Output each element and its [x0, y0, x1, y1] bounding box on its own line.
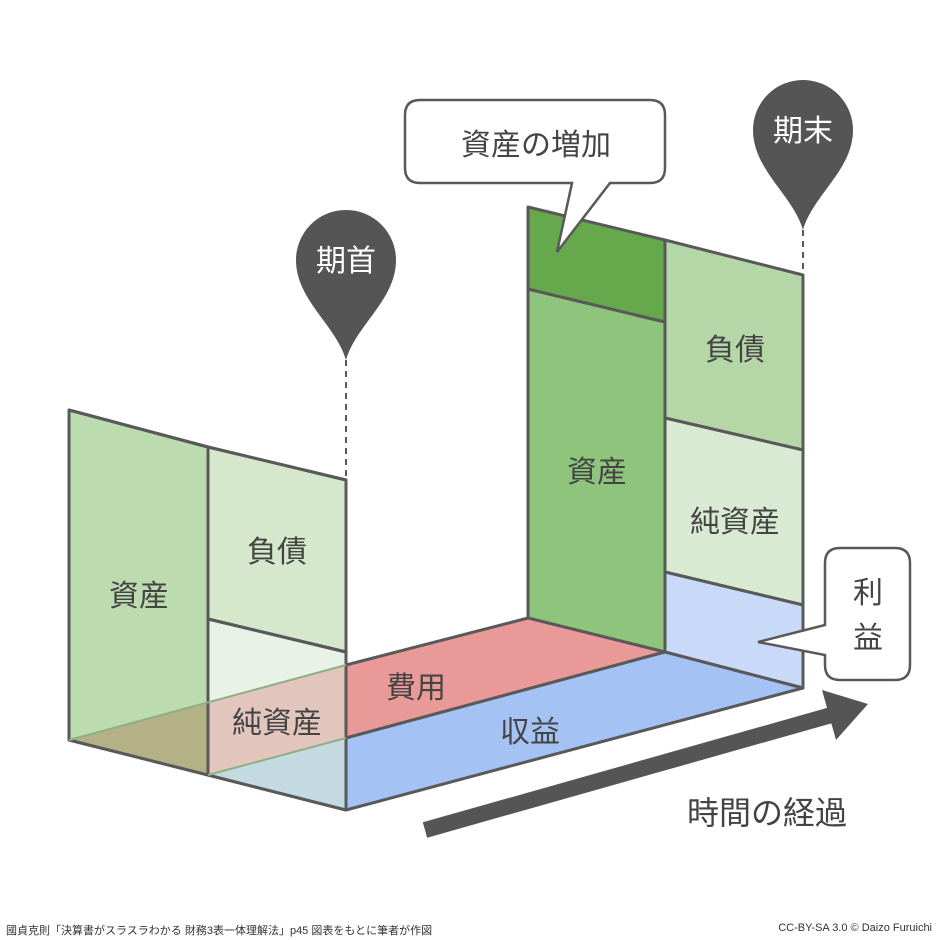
pin-end-icon	[753, 80, 853, 275]
pin-end-label: 期末	[773, 114, 833, 149]
end-net-assets-label: 純資産	[690, 505, 780, 540]
source-credit: 國貞克則「決算書がスラスラわかる 財務3表一体理解法」p45 図表をもとに筆者が…	[6, 925, 433, 937]
time-arrow-icon	[422, 690, 868, 838]
floor-overlap-olive	[69, 703, 208, 775]
pin-start-label: 期首	[316, 244, 376, 279]
profit-callout	[757, 546, 912, 682]
asset-increase-label: 資産の増加	[461, 128, 611, 163]
profit-label-1: 利	[853, 576, 883, 611]
time-passage-label: 時間の経過	[687, 794, 847, 832]
end-liabilities-label: 負債	[705, 333, 765, 368]
revenue-label: 収益	[500, 715, 560, 750]
asset-increase-callout	[403, 98, 667, 253]
end-assets-label: 資産	[567, 455, 627, 490]
start-net-assets-label: 純資産	[232, 706, 322, 741]
floor-overlap-blue	[208, 738, 346, 810]
start-liabilities-label: 負債	[247, 535, 307, 570]
floor-overlap-pink	[208, 665, 346, 775]
floor-guide-lines	[68, 664, 347, 776]
start-assets-label: 資産	[109, 579, 169, 614]
profit-label-2: 益	[853, 621, 883, 656]
license-credit: CC-BY-SA 3.0 © Daizo Furuichi	[778, 922, 932, 934]
pin-start-icon	[296, 209, 396, 480]
expenses-label: 費用	[386, 671, 446, 706]
